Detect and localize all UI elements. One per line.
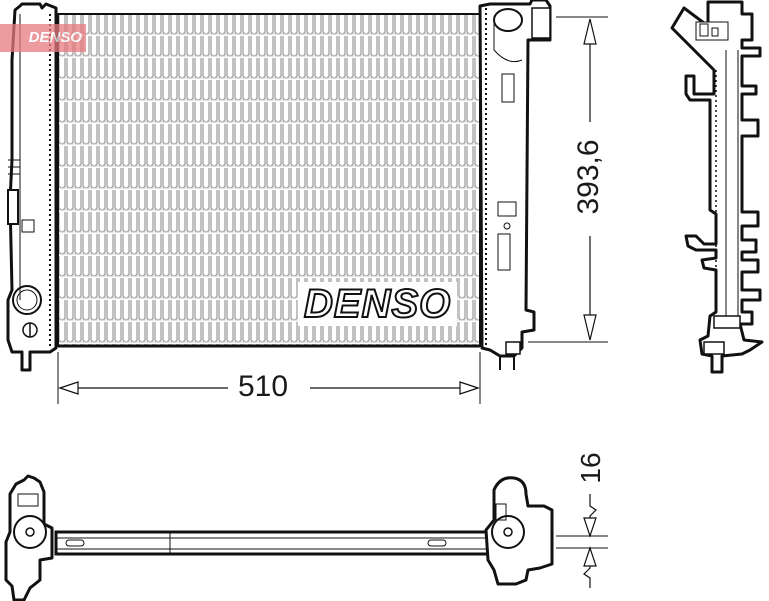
arrow-left-icon: [58, 381, 79, 395]
width-dimension: [57, 352, 481, 404]
thickness-dimension: [556, 494, 608, 588]
width-dimension-label: 510: [234, 372, 293, 402]
thickness-dimension-label: 16: [575, 451, 606, 485]
arrow-up-icon: [583, 18, 597, 45]
right-tank: [478, 0, 552, 358]
side-view: [670, 0, 764, 374]
height-dimension-label: 393,6: [572, 133, 605, 221]
watermark-logo: DENSO: [0, 24, 86, 52]
filler-cap: [493, 8, 523, 32]
height-dimension: [528, 16, 608, 343]
arrow-down-icon: [583, 517, 597, 538]
core-thickness-bar: [54, 530, 490, 556]
arrow-up-icon: [583, 546, 597, 567]
right-mount-circle: [491, 515, 525, 549]
arrow-down-icon: [583, 314, 597, 341]
front-view: [6, 0, 552, 372]
top-view: [4, 474, 554, 601]
brand-logo: DENSO: [298, 281, 458, 327]
left-mount-circle: [13, 515, 47, 549]
arrow-right-icon: [459, 381, 480, 395]
left-tank: [6, 2, 58, 372]
